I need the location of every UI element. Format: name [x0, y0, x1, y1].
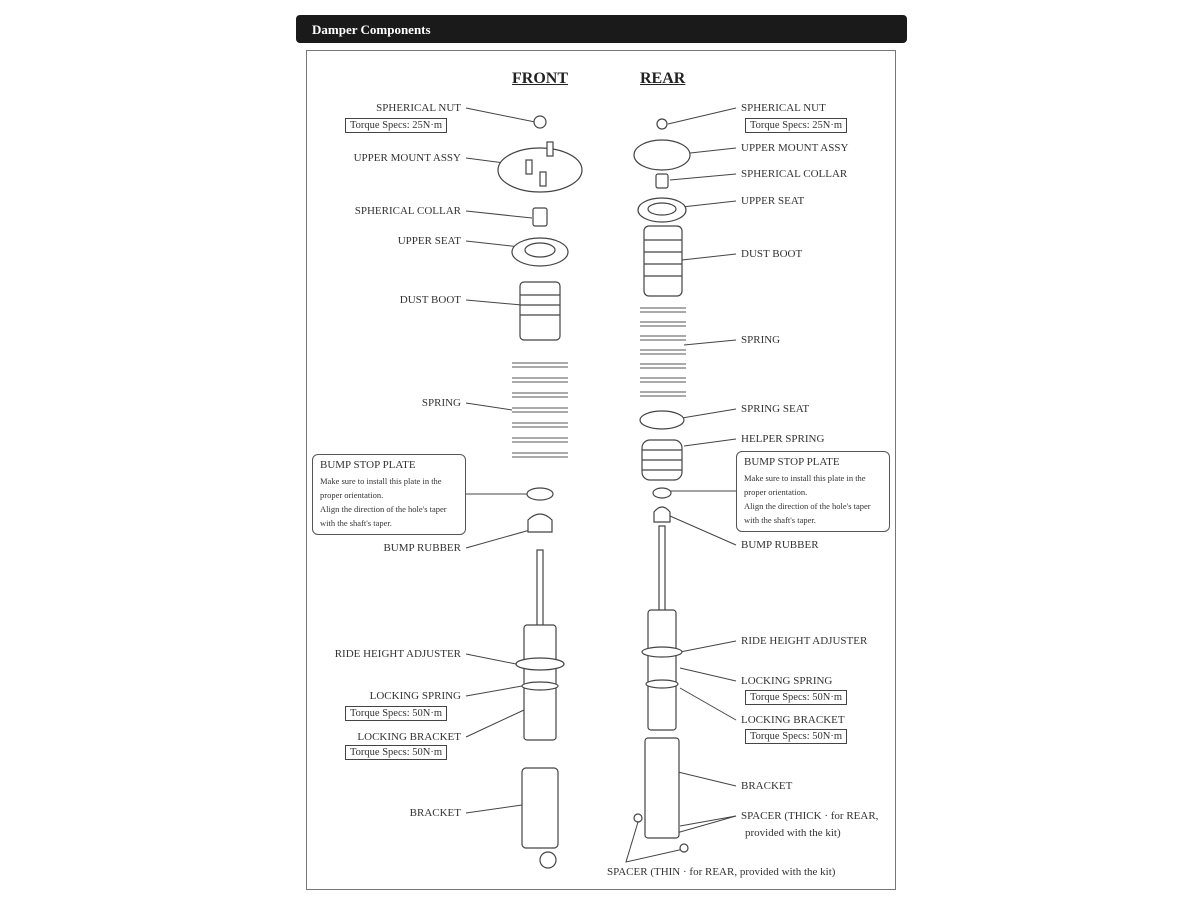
rear-spring-seat [639, 410, 685, 430]
rear-ride-height-label: RIDE HEIGHT ADJUSTER [741, 635, 868, 647]
front-bracket [521, 767, 559, 869]
front-dust-boot [519, 281, 561, 341]
rear-upper-seat-label: UPPER SEAT [741, 195, 805, 207]
rear-upper-mount [633, 139, 691, 171]
rear-torque-spec-locking-bracket: Torque Specs: 50N·m [745, 729, 847, 744]
rear-dust-boot [643, 225, 683, 297]
front-upper-mount [497, 141, 583, 193]
front-bump-stop-title: BUMP STOP PLATE [320, 459, 416, 471]
rear-heading: REAR [640, 70, 686, 87]
front-bump-rubber-label: BUMP RUBBER [383, 542, 461, 554]
rear-helper-spring [641, 439, 683, 481]
rear-spherical-collar [655, 173, 669, 189]
leader-lines [465, 107, 737, 863]
rear-bump-stop-text-1: Make sure to install this plate in the p… [744, 473, 866, 497]
front-upper-mount-label: UPPER MOUNT ASSY [353, 152, 461, 164]
rear-spacer-thick-label: SPACER (THICK · for REAR, [741, 810, 879, 822]
rear-spherical-nut-label: SPHERICAL NUT [741, 102, 826, 114]
rear-spacer-thick-label-2: provided with the kit) [745, 827, 841, 839]
front-spherical-collar [532, 207, 548, 227]
rear-locking-bracket-label: LOCKING BRACKET [741, 714, 845, 726]
front-spring-label: SPRING [421, 397, 461, 409]
diagram-frame [306, 50, 896, 890]
front-bump-stop-note: BUMP STOP PLATE Make sure to install thi… [312, 454, 466, 535]
rear-bump-stop-title: BUMP STOP PLATE [744, 456, 840, 468]
front-bracket-label: BRACKET [409, 807, 461, 819]
section-header: Damper Components [296, 15, 907, 43]
rear-bump-rubber [653, 506, 671, 523]
front-spherical-collar-label: SPHERICAL COLLAR [354, 205, 461, 217]
rear-spherical-nut [656, 118, 668, 130]
rear-bracket-label: BRACKET [741, 780, 793, 792]
front-heading: FRONT [512, 70, 568, 87]
rear-upper-mount-label: UPPER MOUNT ASSY [741, 142, 849, 154]
rear-bracket [633, 737, 689, 853]
rear-bump-rubber-label: BUMP RUBBER [741, 539, 819, 551]
front-bump-rubber [527, 513, 553, 533]
rear-bump-stop-text-2: Align the direction of the hole's taper … [744, 501, 871, 525]
front-locking-bracket-label: LOCKING BRACKET [357, 731, 461, 743]
front-spherical-nut [533, 115, 547, 129]
front-damper-body [515, 549, 565, 741]
front-ride-height-label: RIDE HEIGHT ADJUSTER [334, 648, 461, 660]
front-spring [512, 362, 568, 458]
rear-dust-boot-label: DUST BOOT [741, 248, 803, 260]
section-title: Damper Components [312, 22, 431, 37]
front-torque-spec-locking-spring: Torque Specs: 50N·m [345, 706, 447, 721]
rear-torque-spec-nut: Torque Specs: 25N·m [745, 118, 847, 133]
front-upper-seat-label: UPPER SEAT [397, 235, 461, 247]
rear-bump-stop-note: BUMP STOP PLATE Make sure to install thi… [736, 451, 890, 532]
rear-torque-spec-locking-spring: Torque Specs: 50N·m [745, 690, 847, 705]
rear-spherical-collar-label: SPHERICAL COLLAR [741, 168, 848, 180]
front-bump-stop-text-1: Make sure to install this plate in the p… [320, 476, 442, 500]
front-bump-stop-text-2: Align the direction of the hole's taper … [320, 504, 447, 528]
rear-locking-spring-label: LOCKING SPRING [741, 675, 833, 687]
rear-helper-spring-label: HELPER SPRING [741, 433, 825, 445]
rear-spring [640, 307, 686, 397]
front-torque-spec-nut: Torque Specs: 25N·m [345, 118, 447, 133]
rear-upper-seat [637, 197, 687, 223]
front-bump-stop-plate [526, 487, 554, 501]
rear-spacer-thin-label: SPACER (THIN · for REAR, provided with t… [607, 866, 836, 878]
rear-spring-seat-label: SPRING SEAT [741, 403, 810, 415]
front-spherical-nut-label: SPHERICAL NUT [376, 102, 461, 114]
front-dust-boot-label: DUST BOOT [399, 294, 461, 306]
front-locking-spring-label: LOCKING SPRING [369, 690, 461, 702]
front-torque-spec-locking-bracket: Torque Specs: 50N·m [345, 745, 447, 760]
rear-damper-body [641, 525, 683, 731]
rear-spring-label: SPRING [741, 334, 781, 346]
front-upper-seat [511, 237, 569, 267]
rear-bump-stop-plate [652, 487, 672, 499]
